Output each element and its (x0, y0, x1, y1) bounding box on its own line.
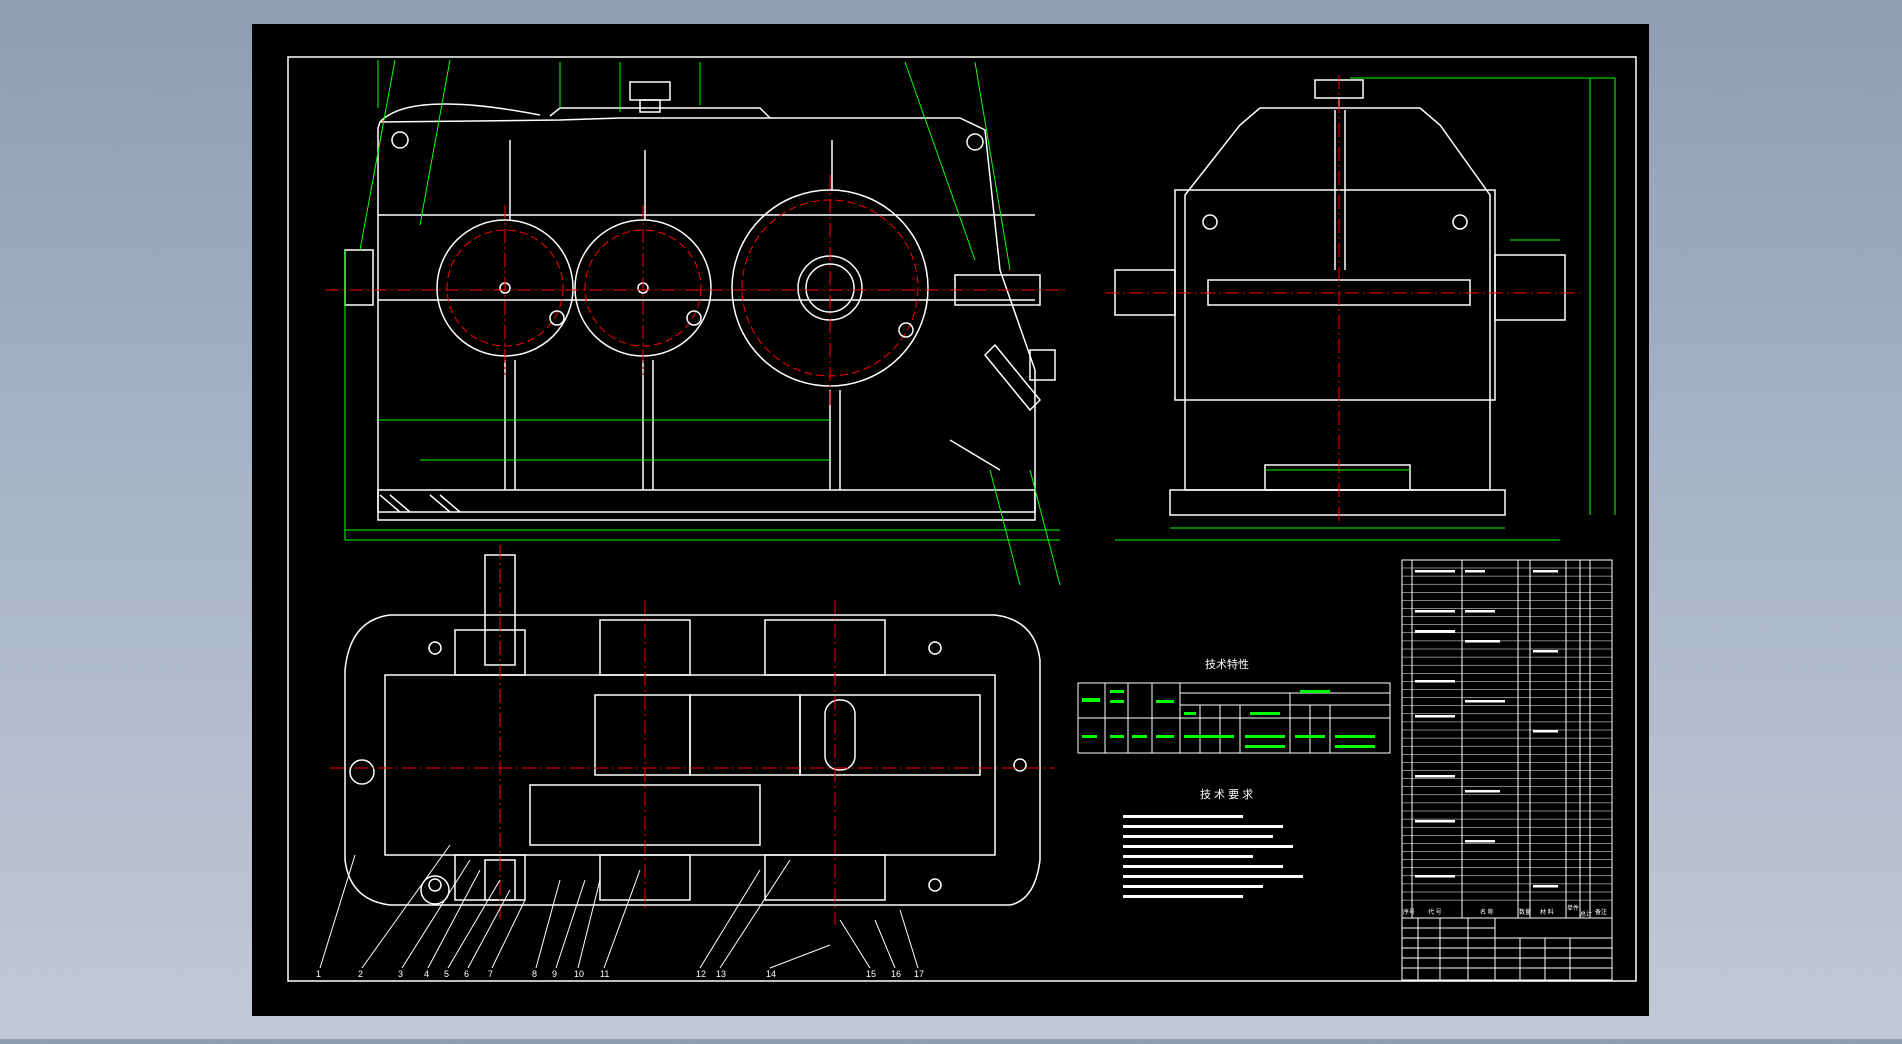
bom-header-qty: 数量 (1519, 908, 1531, 916)
bom-header-total: 总计 (1580, 910, 1592, 918)
balloon-13: 13 (716, 969, 726, 979)
front-view (344, 81, 1060, 541)
balloon-5: 5 (444, 969, 449, 979)
bom-header: 序号 代 号 名 称 数量 材 料 单件 总计 备注 (1403, 904, 1607, 918)
balloon-3: 3 (398, 969, 403, 979)
plan-view (344, 554, 1041, 906)
balloon-9: 9 (552, 969, 557, 979)
balloon-2: 2 (358, 969, 363, 979)
balloon-6: 6 (464, 969, 469, 979)
balloon-17: 17 (914, 969, 924, 979)
balloon-12: 12 (696, 969, 706, 979)
bom-cell-marks (1415, 570, 1558, 888)
front-view-dimensions (344, 59, 1061, 586)
balloon-4: 4 (424, 969, 429, 979)
bom-header-unit: 单件 (1567, 904, 1579, 912)
balloon-7: 7 (488, 969, 493, 979)
bom-header-material: 材 料 (1540, 908, 1554, 916)
balloon-14: 14 (766, 969, 776, 979)
bom-header-no: 序号 (1403, 908, 1415, 916)
plan-view-leaders (319, 844, 919, 969)
bom-header-name: 名 称 (1480, 908, 1494, 916)
bom-rows (1402, 567, 1612, 901)
title-block (1401, 917, 1613, 981)
balloon-1: 1 (316, 969, 321, 979)
side-view-dimensions (1115, 77, 1616, 541)
balloon-numbers: 1 2 3 4 5 6 7 8 9 10 11 12 13 14 15 16 1… (316, 969, 924, 979)
balloon-15: 15 (866, 969, 876, 979)
balloon-10: 10 (574, 969, 584, 979)
balloon-16: 16 (891, 969, 901, 979)
params-table (1077, 682, 1391, 754)
plan-view-centerlines (330, 545, 1055, 925)
params-table-title: 技术特性 (1205, 657, 1249, 671)
sheet-border (287, 56, 1637, 982)
front-view-centerlines (325, 175, 1065, 405)
tech-requirements-lines (1123, 815, 1303, 898)
bom-header-remark: 备注 (1595, 908, 1607, 916)
params-table-cells (1082, 690, 1375, 748)
tech-requirements-title: 技 术 要 求 (1200, 788, 1253, 801)
bom-header-code: 代 号 (1428, 908, 1442, 916)
side-view-centerlines (1105, 75, 1580, 525)
balloon-8: 8 (532, 969, 537, 979)
balloon-11: 11 (600, 969, 609, 979)
